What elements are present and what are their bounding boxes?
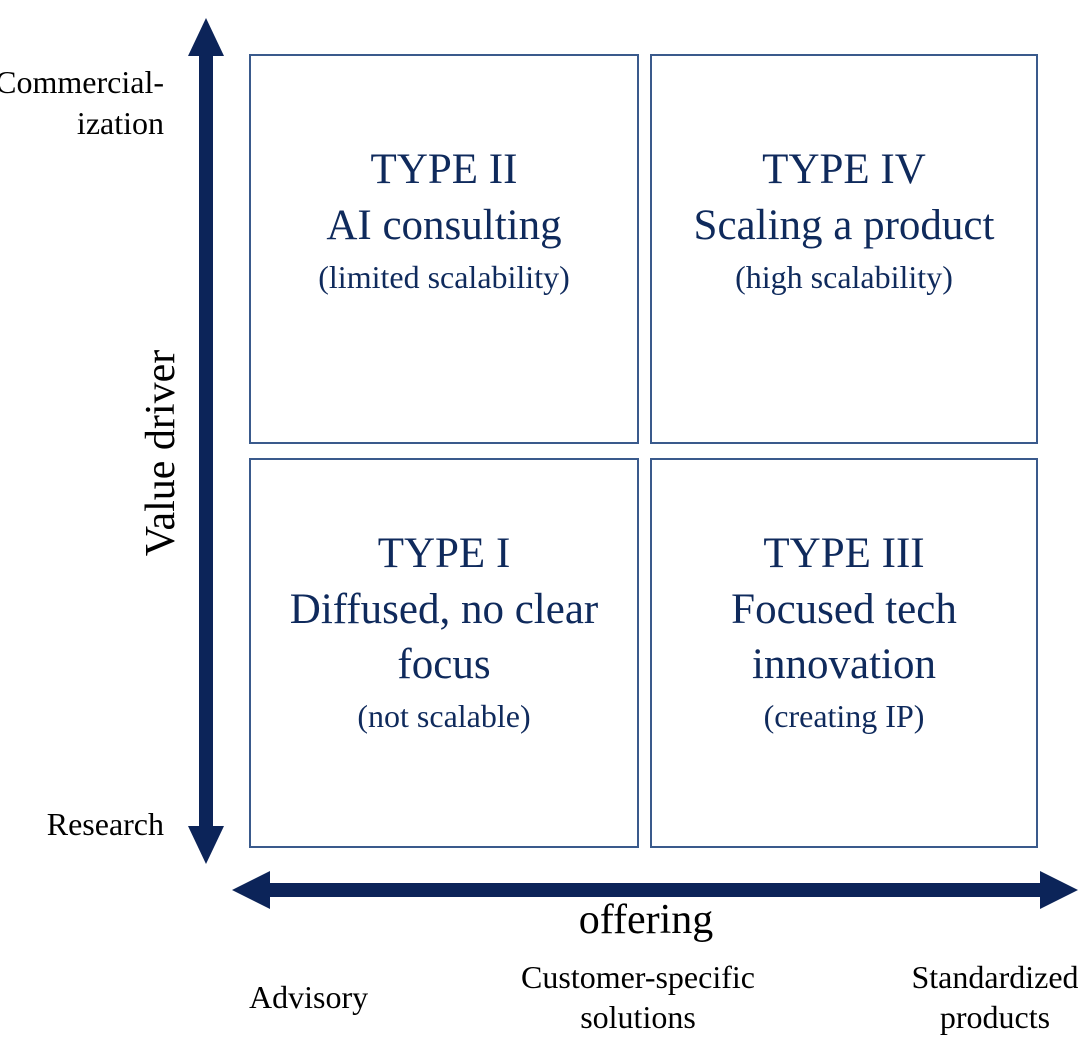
quadrant-type-ii: TYPE II AI consulting (limited scalabili… bbox=[249, 54, 639, 444]
quadrant-type-iii: TYPE III Focused tech innovation (creati… bbox=[650, 458, 1038, 848]
quadrant-name: Focused tech innovation bbox=[731, 586, 957, 688]
y-axis-arrow-down bbox=[188, 826, 224, 864]
quadrant-type-label: TYPE III bbox=[763, 530, 925, 577]
x-axis-middle-label: Customer-specific solutions bbox=[521, 959, 755, 1035]
quadrant-name: AI consulting bbox=[326, 201, 562, 249]
x-axis-left-label: Advisory bbox=[249, 979, 369, 1015]
x-axis-arrow-right bbox=[1040, 871, 1078, 909]
y-axis-bottom-label: Research bbox=[46, 806, 164, 842]
quadrant-name: Scaling a product bbox=[693, 201, 995, 249]
quadrant-name: Diffused, no clear focus bbox=[289, 586, 599, 688]
quadrant-type-label: TYPE II bbox=[370, 145, 518, 193]
x-axis-title: offering bbox=[578, 897, 714, 943]
y-axis-arrow-up bbox=[188, 18, 224, 56]
y-axis-title: Value driver bbox=[138, 349, 184, 557]
x-axis-right-label: Standardized products bbox=[911, 959, 1078, 1035]
quadrant-scalability-note: (limited scalability) bbox=[318, 258, 570, 295]
quadrant-scalability-note: (creating IP) bbox=[763, 698, 925, 734]
quadrant-scalability-note: (not scalable) bbox=[357, 698, 531, 734]
quadrant-type-i: TYPE I Diffused, no clear focus (not sca… bbox=[249, 458, 639, 848]
quadrant-scalability-note: (high scalability) bbox=[735, 258, 953, 295]
quadrant-type-label: TYPE IV bbox=[762, 145, 926, 193]
quadrant-type-iv: TYPE IV Scaling a product (high scalabil… bbox=[650, 54, 1038, 444]
quadrant-type-label: TYPE I bbox=[377, 530, 511, 577]
y-axis-top-label: Commercial- ization bbox=[0, 64, 164, 141]
x-axis-arrow-left bbox=[232, 871, 270, 909]
